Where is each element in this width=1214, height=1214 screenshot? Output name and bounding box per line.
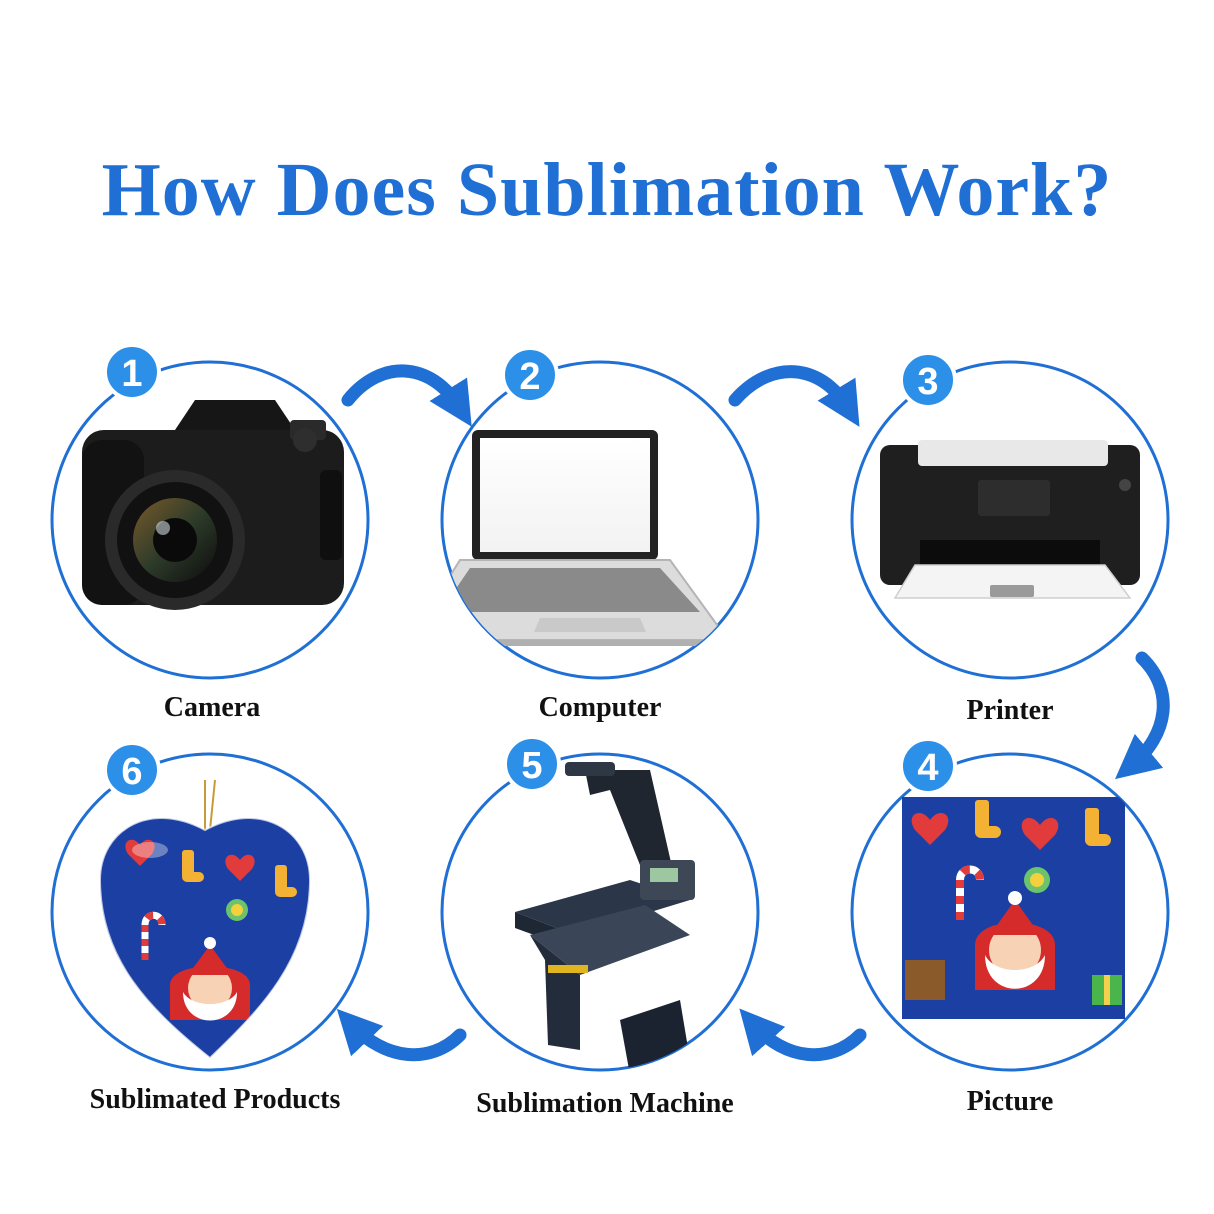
svg-text:2: 2 [519,356,540,398]
heat-press-icon [515,762,695,1070]
step-2-computer [440,360,760,680]
badge-2: 2 [501,346,559,404]
camera-icon [82,400,344,610]
arrow-4-to-5 [739,1008,867,1062]
laptop-icon [442,430,730,646]
step-label-computer: Computer [538,692,662,723]
step-1-camera [50,360,370,680]
badge-5: 5 [503,735,561,793]
badge-1: 1 [103,343,161,401]
svg-text:1: 1 [121,353,142,395]
svg-text:4: 4 [917,747,938,789]
badge-4: 4 [899,737,957,795]
printer-icon [880,440,1140,599]
step-label-sublimation-machine: Sublimation Machine [476,1088,734,1119]
arrow-1-to-2 [341,364,472,427]
svg-text:3: 3 [917,361,938,403]
step-label-camera: Camera [163,692,261,723]
step-5-sublimation-machine [440,752,760,1072]
svg-text:6: 6 [121,751,142,793]
christmas-print-icon [902,797,1125,1019]
arrow-5-to-6 [336,1008,467,1062]
arrow-2-to-3 [728,365,860,427]
page-title: How Does Sublimation Work? [101,148,1113,232]
step-4-picture [850,752,1170,1072]
badge-3: 3 [899,351,957,409]
arrow-3-to-4 [1115,651,1170,780]
step-label-printer: Printer [966,695,1054,726]
badge-6: 6 [103,741,161,799]
step-label-picture: Picture [966,1086,1054,1117]
step-6-sublimated-products [50,752,370,1072]
step-label-sublimated-products: Sublimated Products [89,1084,341,1115]
step-3-printer [850,360,1170,680]
svg-text:5: 5 [521,745,542,787]
